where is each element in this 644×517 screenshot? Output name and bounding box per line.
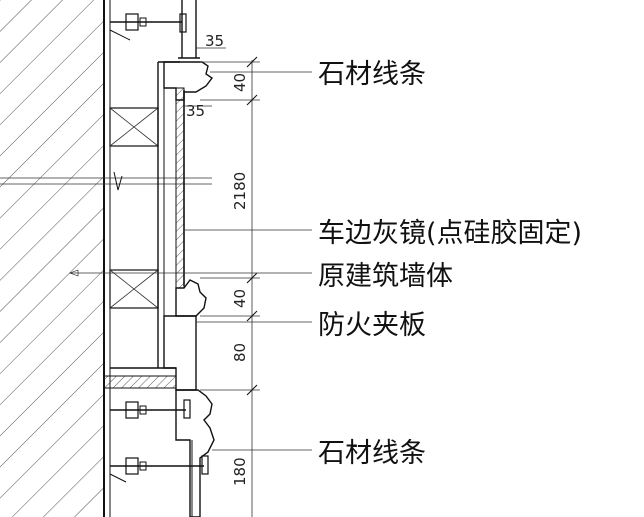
original-wall: [0, 0, 111, 517]
dim-35-bottom: 35: [186, 102, 205, 120]
mirror-strip: [175, 87, 185, 289]
stone-upper-block: [178, 0, 200, 59]
dimension-chain: [184, 47, 260, 517]
anchor-bolt-2: [110, 399, 191, 419]
anchor-bolt-1: [109, 13, 187, 41]
stone-line-bottom-shape: [175, 389, 215, 517]
anchor-bolt-3: [109, 455, 209, 483]
dim-35-top: 35: [205, 32, 224, 50]
dim-40-top: 40: [231, 73, 249, 92]
label-original-wall: 原建筑墙体: [318, 261, 453, 292]
label-stone-line-top: 石材线条: [318, 59, 426, 90]
stone-line-top-shape: [163, 61, 214, 101]
label-fire-board: 防火夹板: [318, 310, 426, 341]
fire-board-block: [103, 315, 197, 391]
leader-lines: [69, 71, 312, 451]
dim-180: 180: [231, 457, 249, 486]
wood-keel-bottom: [109, 269, 159, 309]
dim-40-bottom: 40: [231, 289, 249, 308]
wood-keel-top: [109, 107, 159, 147]
label-car-edge-mirror: 车边灰镜(点硅胶固定): [318, 218, 582, 249]
label-stone-line-bottom: 石材线条: [318, 438, 426, 469]
dim-80: 80: [231, 343, 249, 362]
dim-2180: 2180: [231, 172, 249, 210]
